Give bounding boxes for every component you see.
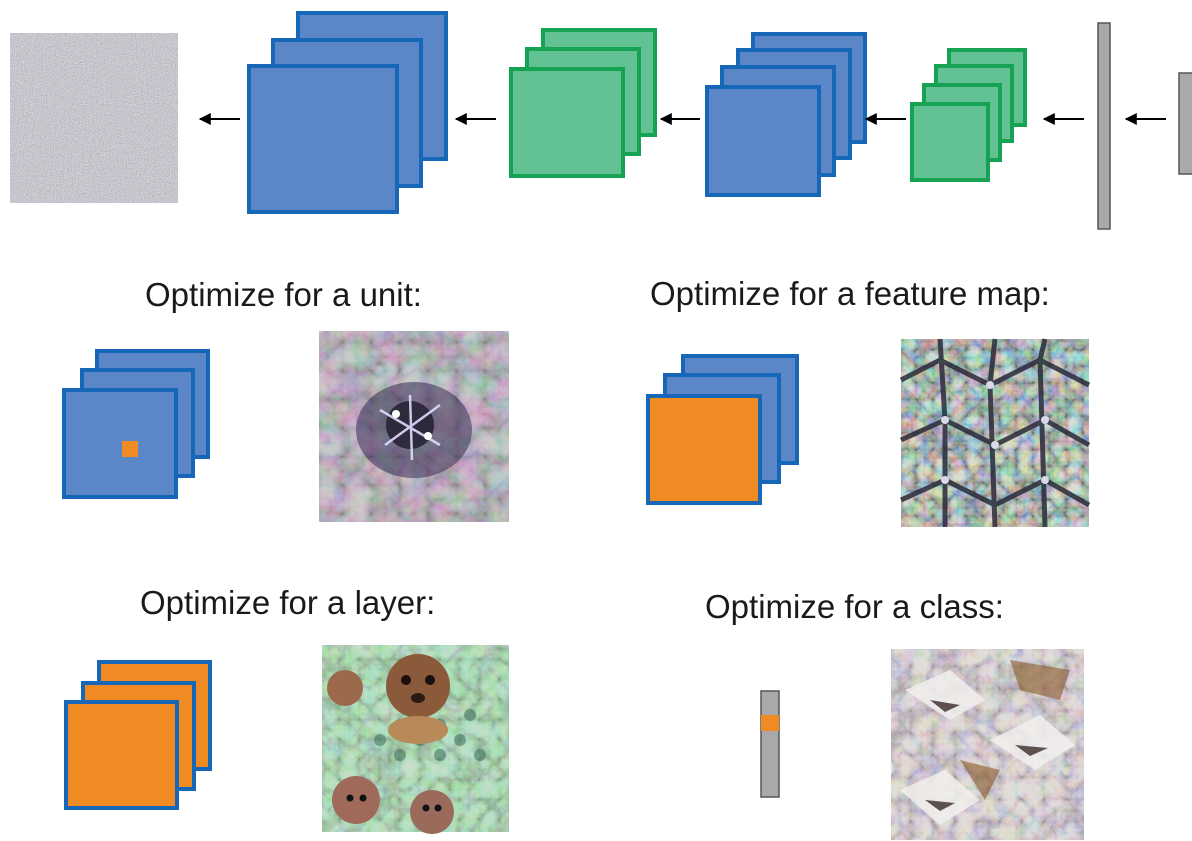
unit-stack-icon [62, 349, 210, 499]
layer-visualization [322, 645, 509, 834]
noise-image [10, 33, 178, 203]
class-visualization [891, 649, 1084, 840]
dense-vector [1178, 72, 1192, 175]
panel-caption: Optimize for a layer: [140, 584, 435, 621]
conv-block-green-small [910, 48, 1027, 182]
panel-caption: Optimize for a class: [705, 588, 1004, 625]
panel-class: Optimize for a class: [705, 588, 1084, 840]
panel-unit: Optimize for a unit: [62, 276, 509, 522]
highlighted-class [761, 715, 779, 731]
conv-block-blue-medium [705, 32, 867, 197]
conv-block-blue-large [247, 11, 448, 214]
layer-stack-icon [64, 660, 212, 810]
feature-map-visualization [899, 338, 1091, 528]
panel-feature-map: Optimize for a feature map: [646, 275, 1091, 528]
dense-vector [1097, 22, 1111, 230]
conv-block-green [509, 28, 657, 178]
feature-map-stack-icon [646, 354, 799, 505]
panel-layer: Optimize for a layer: [64, 584, 509, 834]
panel-caption: Optimize for a feature map: [650, 275, 1050, 312]
panel-caption: Optimize for a unit: [145, 276, 422, 313]
unit-visualization [319, 331, 509, 522]
network-row [10, 11, 1192, 230]
class-vector-icon [760, 690, 780, 798]
highlighted-unit [122, 441, 138, 457]
